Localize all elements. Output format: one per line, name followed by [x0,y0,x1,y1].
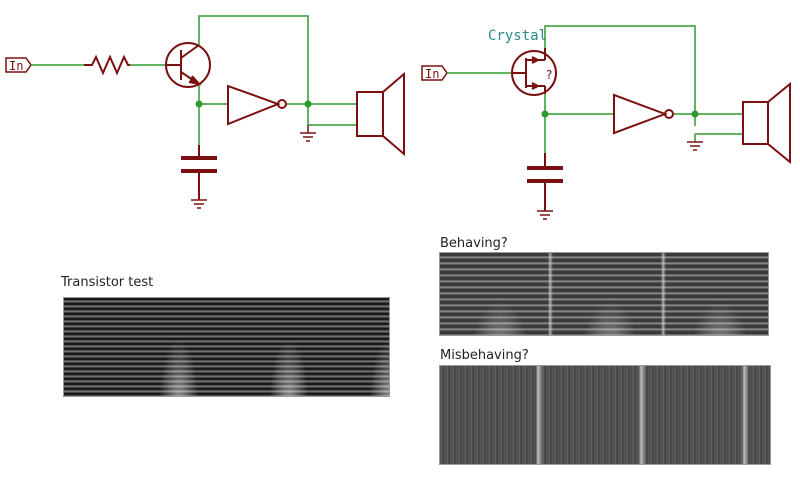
left-inverter [227,84,287,126]
crystal-label: Crystal [488,28,547,44]
right-speaker-icon [742,81,791,165]
right-speaker-ground-icon [687,141,703,151]
right-inverter [613,93,674,135]
behaving-spectrogram [439,252,769,336]
misbehaving-spectrogram [439,365,771,465]
left-transistor [165,42,211,88]
right-input-port [421,65,448,81]
left-resistor [84,54,130,76]
right-input-label: In [425,67,439,81]
transistor-test-title: Transistor test [61,275,154,290]
left-input-port [5,57,32,73]
left-speaker-icon [356,71,405,157]
behaving-title: Behaving? [440,236,508,251]
left-input-label: In [9,59,23,73]
left-junction-b [304,100,312,108]
right-junction-a [541,110,549,118]
misbehaving-title: Misbehaving? [440,348,529,363]
left-circuit: In [5,15,405,209]
right-wires [447,25,743,153]
transistor-test-spectrogram [63,297,390,397]
right-circuit: In Crystal [421,25,791,220]
left-speaker-ground-icon [300,125,316,142]
right-ground-icon [537,210,553,220]
unknown-mark: ? [546,68,552,82]
left-junction-a [195,100,203,108]
left-capacitor [181,145,217,200]
left-ground-icon [191,199,207,209]
right-junction-b [691,110,699,118]
right-transistor [511,48,557,96]
left-wires [31,15,357,145]
right-capacitor [527,153,563,211]
